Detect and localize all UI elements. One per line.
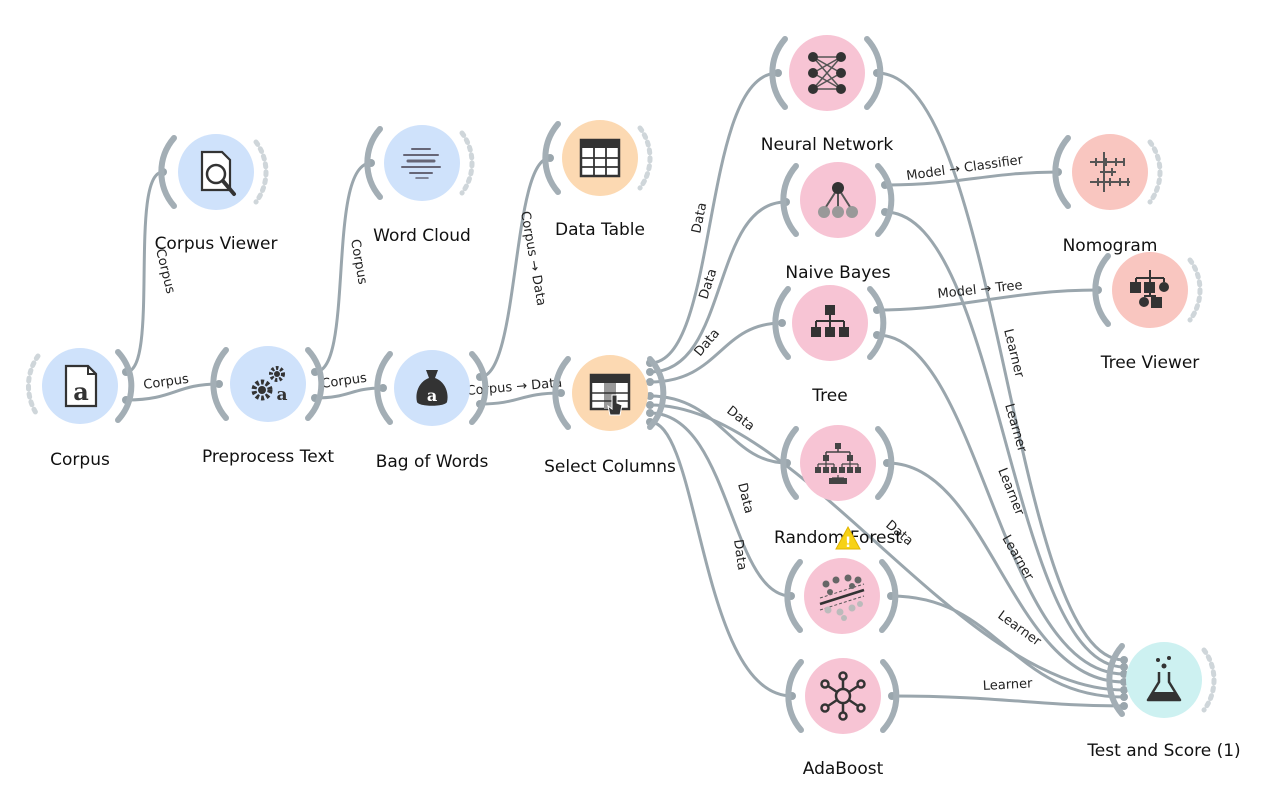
gears-icon: a [251, 366, 288, 405]
widget-bag-of-words[interactable]: a Bag of Words [374, 350, 489, 472]
widget-label: Bag of Words [376, 452, 489, 472]
widget-word-cloud[interactable]: Word Cloud [364, 125, 475, 246]
link-label: Corpus [320, 371, 368, 392]
link-label: Data [724, 403, 758, 434]
link-label: Learner [994, 466, 1027, 518]
link-ada-test[interactable] [891, 694, 1125, 708]
widget-label: Neural Network [761, 135, 894, 155]
link-label: Corpus → Data [517, 210, 548, 307]
widget-neural-network[interactable]: Neural Network [761, 35, 894, 155]
random-forest-icon [815, 443, 861, 484]
svg-text:a: a [427, 386, 437, 405]
widget-corpus-viewer[interactable]: Corpus Viewer [155, 134, 278, 254]
link-label: Corpus [142, 372, 190, 393]
widget-test-and-score[interactable]: Test and Score (1) [1086, 642, 1241, 761]
link-label: Data [689, 201, 710, 234]
link-bow-datatable[interactable] [479, 156, 551, 379]
link-sel-ada[interactable] [649, 420, 793, 698]
widget-label: Preprocess Text [202, 447, 334, 467]
link-nn-test[interactable] [876, 71, 1125, 662]
table-icon [579, 138, 621, 178]
link-sel-nn[interactable] [649, 71, 779, 365]
link-corpus-preprocess[interactable] [125, 382, 220, 402]
widget-label: Tree [811, 386, 847, 406]
link-sel-test[interactable] [649, 403, 1125, 692]
widget-circle [800, 425, 876, 501]
link-nb-nomogram[interactable] [884, 170, 1059, 187]
widget-preprocess-text[interactable]: a Preprocess Text [202, 346, 334, 467]
link-preprocess-wordcloud[interactable] [314, 161, 372, 374]
naive-bayes-icon [818, 182, 858, 218]
link-sel-tree[interactable] [649, 321, 783, 384]
widget-label: Tree Viewer [1100, 353, 1200, 373]
widget-label: Nomogram [1063, 236, 1158, 256]
link-rf-test[interactable] [886, 461, 1125, 684]
widget-label: Test and Score (1) [1086, 741, 1240, 761]
links [122, 69, 1128, 710]
link-svm-test[interactable] [890, 594, 1125, 699]
link-label: Model → Tree [937, 278, 1023, 302]
svg-text:a: a [73, 377, 89, 406]
tree-viewer-icon [1130, 270, 1169, 308]
link-tree-test[interactable] [876, 333, 1125, 676]
link-sel-svm[interactable] [649, 411, 792, 598]
select-columns-icon [589, 373, 631, 416]
link-label: Learner [982, 676, 1033, 694]
word-cloud-icon [401, 148, 441, 179]
svg-text:a: a [276, 385, 287, 405]
widget-circle [384, 125, 460, 201]
widget-label: Data Table [555, 220, 645, 240]
widget-adaboost[interactable]: AdaBoost [785, 658, 900, 779]
widget-naive-bayes[interactable]: Naive Bayes [780, 162, 895, 283]
link-tree-treeviewer[interactable] [876, 288, 1099, 312]
link-corpus-corpusviewer[interactable] [125, 170, 164, 374]
widget-circle [805, 658, 881, 734]
link-label: Corpus [152, 247, 178, 295]
svg-text:!: ! [845, 535, 851, 551]
widget-nomogram[interactable]: Nomogram [1052, 134, 1163, 256]
widget-select-columns[interactable]: Select Columns [544, 355, 676, 477]
corpus-icon: a [64, 364, 98, 408]
widget-label: Select Columns [544, 457, 676, 477]
link-label: Data [730, 538, 749, 571]
link-nb-test[interactable] [884, 210, 1125, 669]
widget-random-forest[interactable]: Random Forest [774, 425, 902, 548]
link-label: Data [734, 481, 756, 515]
widget-label: Naive Bayes [785, 263, 890, 283]
link-sel-rf[interactable] [649, 394, 788, 465]
magnifier-document-icon [200, 150, 236, 196]
adaboost-icon [820, 671, 866, 721]
widget-svm[interactable] [784, 558, 899, 634]
svm-icon [819, 574, 865, 621]
widget-label: Corpus Viewer [155, 234, 278, 254]
widget-tree-viewer[interactable]: Tree Viewer [1092, 252, 1203, 373]
tree-icon [811, 305, 849, 337]
widget-label: Random Forest [774, 528, 902, 548]
neural-network-icon [808, 52, 846, 94]
link-bow-selectcolumns[interactable] [479, 391, 562, 406]
nomogram-icon [1090, 152, 1130, 192]
widget-label: AdaBoost [803, 759, 884, 779]
widget-data-table[interactable]: Data Table [542, 120, 653, 240]
warning-icon[interactable]: ! [835, 525, 861, 551]
flask-icon [1146, 656, 1182, 702]
widget-tree[interactable]: Tree [772, 285, 887, 406]
money-bag-icon: a [416, 370, 448, 406]
widget-corpus[interactable]: a Corpus [26, 348, 135, 470]
link-sel-nb[interactable] [649, 200, 787, 374]
link-label: Corpus [347, 238, 370, 286]
widget-circle [1126, 642, 1202, 718]
widget-label: Word Cloud [373, 226, 471, 246]
widget-label: Corpus [50, 450, 110, 470]
